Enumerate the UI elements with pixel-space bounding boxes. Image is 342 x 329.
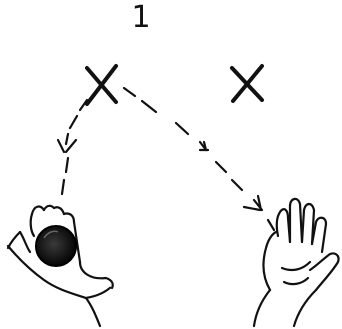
right-x-mark-icon [232,66,262,101]
dashed-arrow-from-right-hand-icon [124,88,274,230]
ball-icon [36,226,76,266]
dashed-arrow-to-left-hand-icon [58,100,87,194]
right-hand-open-palm-icon [254,199,339,326]
left-x-mark-icon [87,66,116,104]
